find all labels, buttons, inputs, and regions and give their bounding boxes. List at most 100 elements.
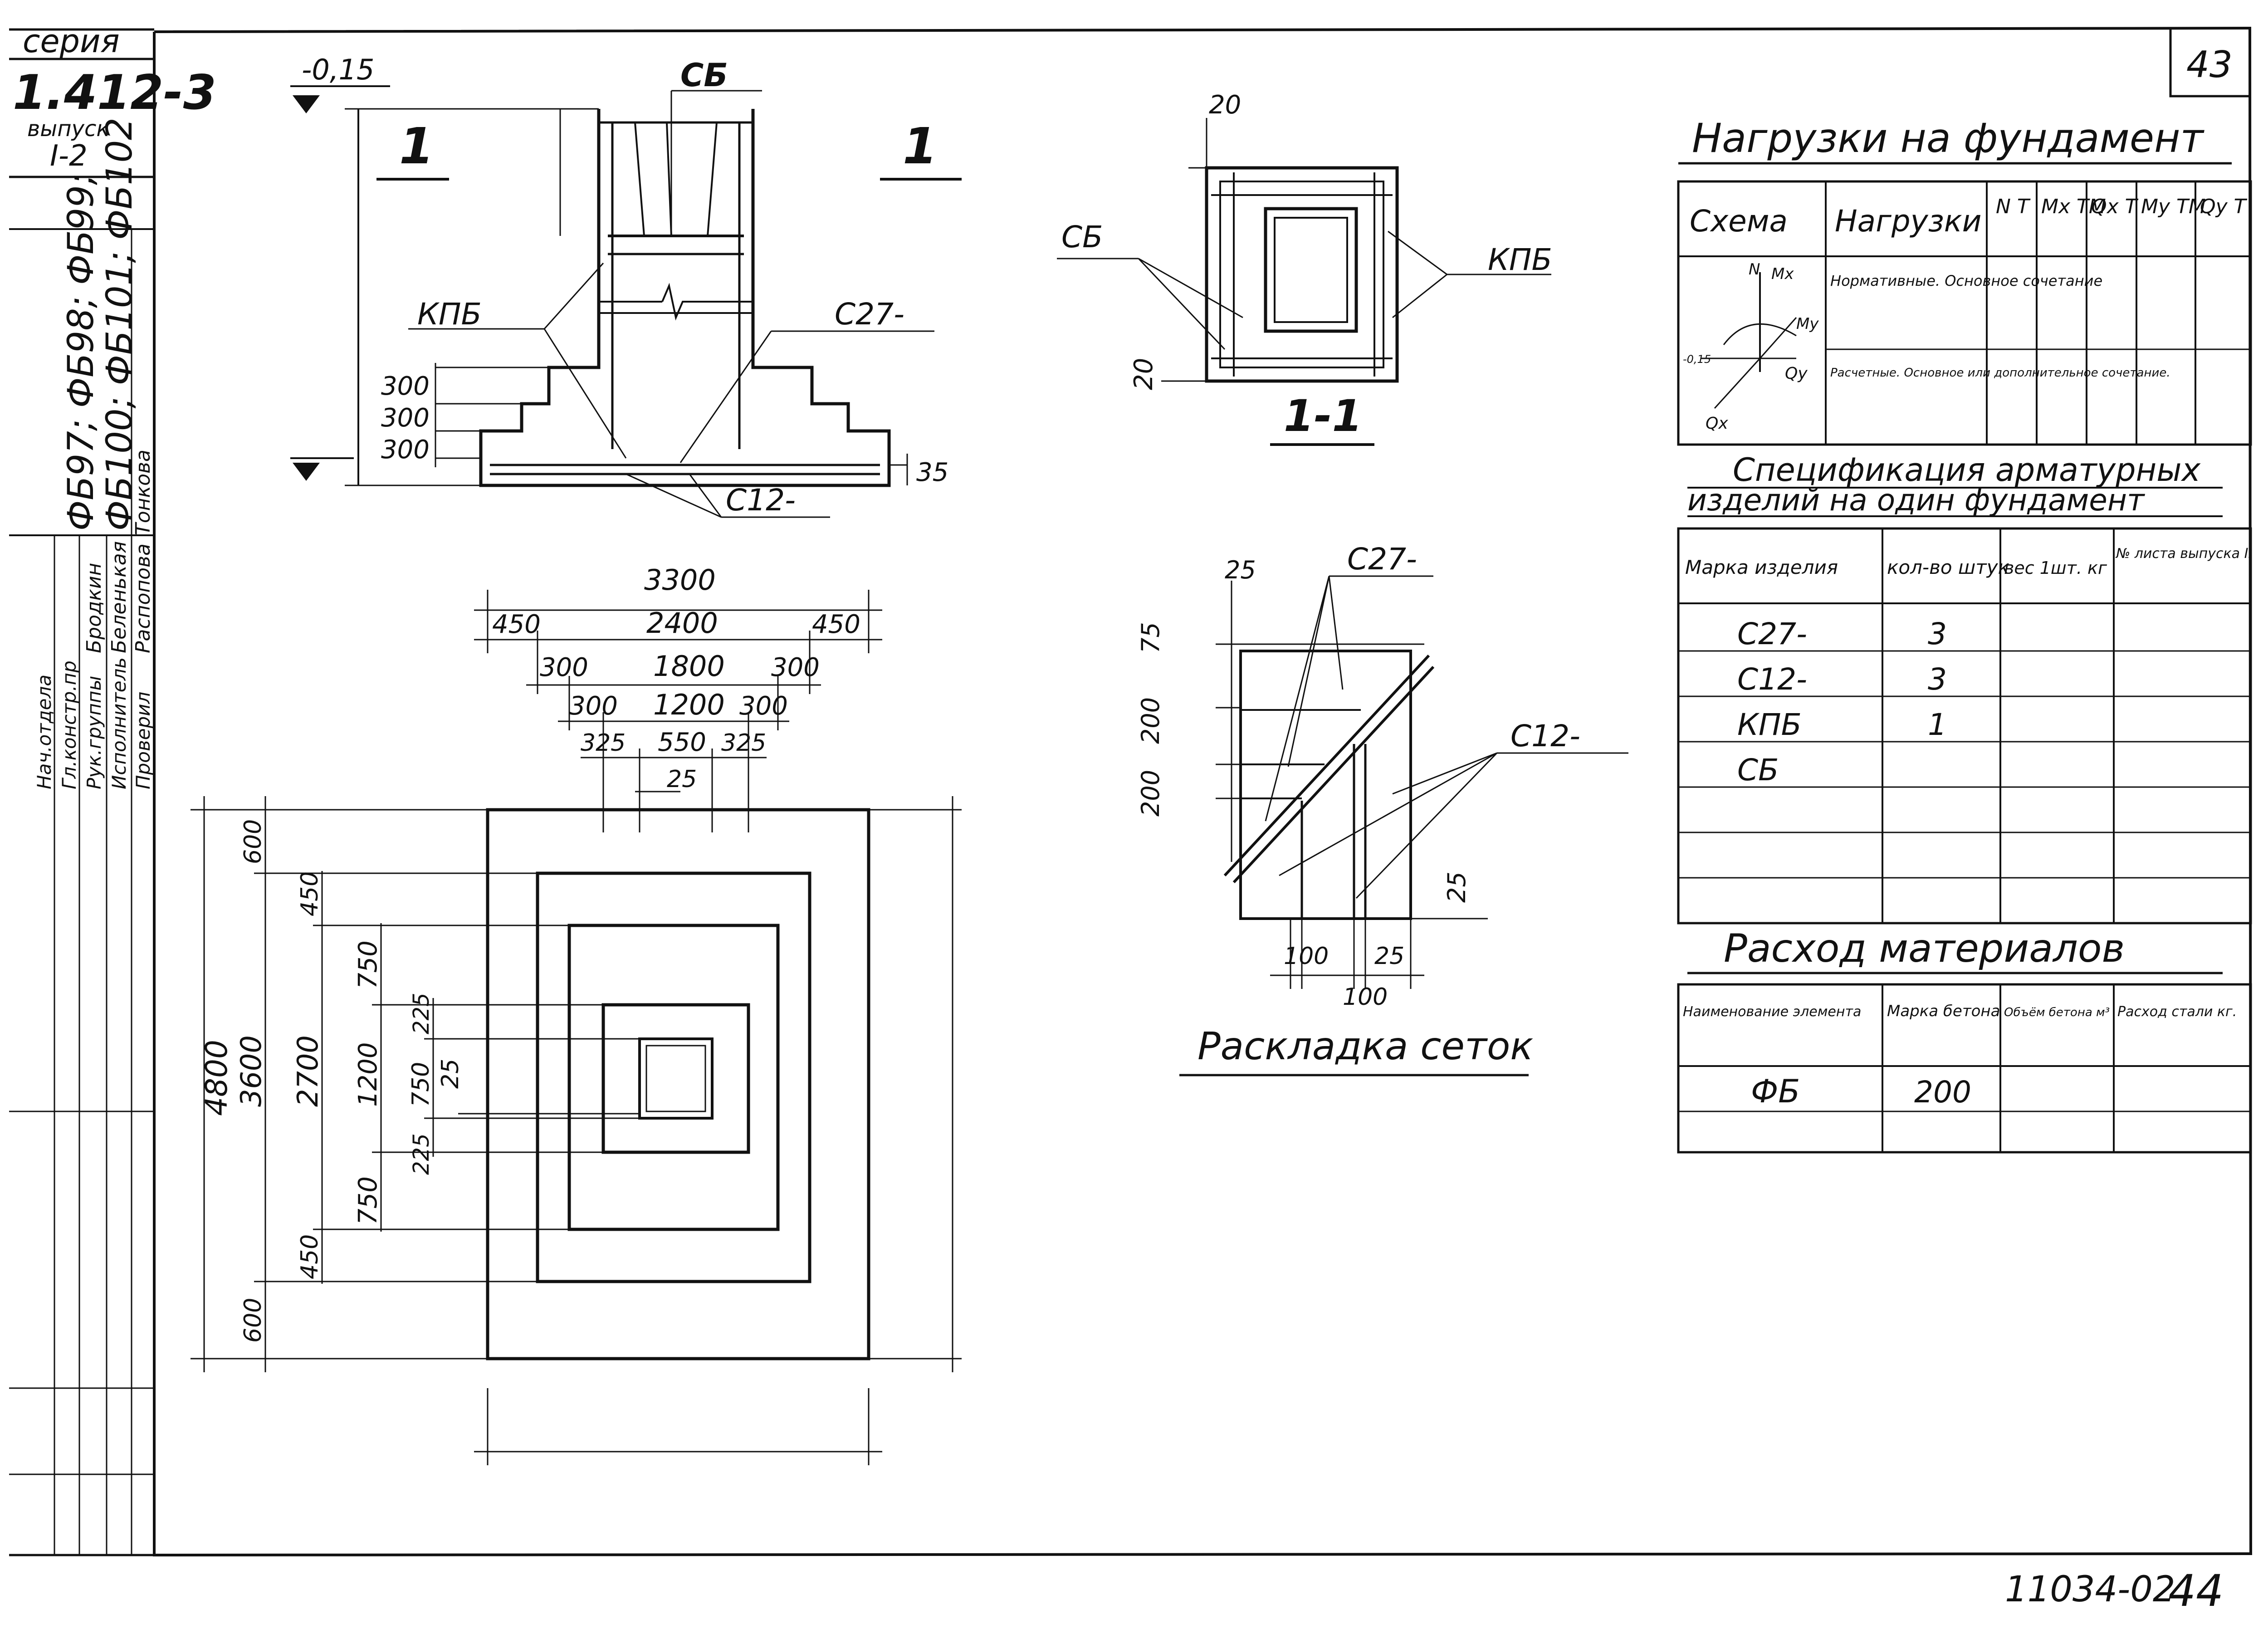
- plan-view: 3300 450 2400 450 300 1800 300 300 1200 …: [191, 563, 962, 1465]
- mesh-label-c12: С12-: [1510, 719, 1580, 753]
- plan-dim-450-left: 450: [492, 610, 541, 639]
- issue-number: I-2: [50, 139, 88, 173]
- scheme-elevation: -0,15: [1683, 353, 1711, 366]
- spec-row-3-qty: 1: [1928, 707, 1947, 742]
- scheme-my: My: [1796, 315, 1819, 333]
- cross-section-title: 1-1: [1284, 391, 1362, 441]
- cross-dim-20-top: 20: [1209, 90, 1241, 120]
- items-line2: ФБ100; ФБ101; ФБ102: [99, 117, 140, 531]
- stamp-name-2: Беленькая: [108, 541, 131, 653]
- spec-row-1-mark: С27-: [1737, 616, 1807, 651]
- section-label-right: 1: [903, 117, 938, 175]
- materials-header-grade: Марка бетона: [1887, 1002, 2000, 1020]
- plan-dim-450-top: 450: [296, 871, 323, 916]
- spec-row-4-mark: СБ: [1737, 753, 1779, 788]
- plan-dim-750-bottom: 750: [353, 1176, 383, 1225]
- elevation-triangle: [293, 95, 320, 113]
- plan-dim-325-b: 325: [721, 729, 766, 757]
- loads-header-loads: Нагрузки: [1835, 204, 1982, 239]
- stamp-name-1: Бродкин: [83, 563, 106, 653]
- stamp-role-5: Проверил: [132, 692, 154, 789]
- plan-dim-4800: 4800: [199, 1040, 234, 1116]
- loads-row-normative: Нормативные. Основное сочетание: [1830, 272, 2102, 289]
- mesh-dim-100-b: 100: [1343, 983, 1388, 1011]
- spec-row-1-qty: 3: [1928, 616, 1947, 651]
- spec-row-2-mark: С12-: [1737, 662, 1807, 697]
- plan-dim-300-c: 300: [569, 691, 618, 721]
- plan-dim-1200: 1200: [653, 688, 725, 721]
- plan-dim-25: 25: [667, 766, 697, 793]
- sheet-frame: [9, 26, 2253, 1557]
- materials-row-1-grade: 200: [1914, 1075, 1971, 1110]
- plan-dim-2400: 2400: [646, 607, 718, 640]
- spec-header-qty: кол-во штук: [1887, 556, 2010, 578]
- plan-dim-300-d: 300: [739, 691, 788, 721]
- base-elevation-triangle: [293, 463, 320, 481]
- materials-header-volume: Объём бетона м³: [2004, 1006, 2110, 1019]
- stamp-block: серия 1.412-3 выпуск I-2 ФБ97; ФБ98; ФБ9…: [9, 23, 216, 1555]
- plan-dim-750-mid: 750: [407, 1062, 435, 1107]
- spec-title-1: Спецификация арматурных: [1733, 451, 2201, 489]
- loads-table: Нагрузки на фундамент Схема Нагрузки N Т…: [1677, 115, 2252, 446]
- scheme-qx: Qx: [1706, 414, 1728, 433]
- mesh-title: Раскладка сеток: [1198, 1024, 1533, 1068]
- spec-table: Спецификация арматурных изделий на один …: [1677, 451, 2252, 925]
- scheme-mx: Mx: [1771, 265, 1794, 283]
- plan-dim-325-a: 325: [581, 729, 626, 757]
- elevation-mark: -0,15: [302, 53, 374, 86]
- plan-dim-225-bottom: 225: [409, 1133, 434, 1175]
- plan-dim-1200-v: 1200: [353, 1042, 383, 1107]
- loads-header-qy: Qy Т: [2200, 195, 2248, 218]
- section-label-left: 1: [399, 117, 434, 175]
- plan-dim-2700: 2700: [291, 1035, 324, 1107]
- scheme-qy: Qy: [1785, 364, 1808, 383]
- plan-dim-3600: 3600: [235, 1035, 268, 1107]
- mesh-dim-25-right: 25: [1442, 871, 1471, 903]
- mesh-dim-200-b: 200: [1136, 770, 1165, 817]
- cross-dim-20-left: 20: [1129, 358, 1158, 390]
- page-number: 43: [2186, 44, 2233, 86]
- plan-dim-300-a: 300: [540, 653, 588, 682]
- loads-header-scheme: Схема: [1690, 204, 1788, 239]
- plan-dim-600-top: 600: [240, 819, 267, 864]
- plan-dim-600-bottom: 600: [240, 1298, 267, 1343]
- cross-section: 20 20 СБ КПБ 1-1: [1057, 90, 1552, 446]
- loads-row-design: Расчетные. Основное или дополнительное с…: [1830, 366, 2170, 380]
- cross-label-sb: СБ: [1061, 220, 1103, 254]
- sheet-index: 44: [2168, 1566, 2224, 1616]
- mesh-dim-100-a: 100: [1284, 943, 1329, 970]
- plan-dim-450-bottom: 450: [296, 1234, 323, 1279]
- materials-row-1-name: ФБ: [1751, 1073, 1800, 1110]
- dim-300-b: 300: [381, 403, 430, 433]
- drawing-code: 11034-02: [2005, 1569, 2175, 1610]
- stamp-role-3: Рук.группы: [83, 675, 105, 789]
- plan-dim-550: 550: [658, 728, 706, 757]
- loads-header-mx: Mx ТМ: [2041, 195, 2106, 218]
- loads-header-qx: Qx Т: [2091, 195, 2139, 218]
- spec-title-2: изделий на один фундамент: [1687, 483, 2146, 518]
- materials-header-name: Наименование элемента: [1683, 1004, 1861, 1020]
- items-line1: ФБ97; ФБ98; ФБ99;: [61, 173, 102, 531]
- label-c27: С27-: [835, 297, 904, 332]
- loads-header-n: N Т: [1996, 195, 2031, 218]
- dim-300-c: 300: [381, 435, 430, 465]
- plan-dim-3300: 3300: [644, 563, 716, 597]
- materials-header-steel: Расход стали кг.: [2117, 1004, 2237, 1020]
- spec-row-2-qty: 3: [1928, 662, 1947, 697]
- plan-dim-450-right: 450: [812, 610, 860, 639]
- stamp-role-1: Нач.отдела: [33, 675, 55, 789]
- stamp-name-4: Тонкова: [132, 450, 155, 535]
- spec-header-weight: вес 1шт. кг: [2004, 558, 2107, 578]
- stamp-name-3: Распопова: [132, 543, 155, 653]
- scheme-n: N: [1749, 260, 1760, 279]
- series-number: 1.412-3: [13, 65, 216, 120]
- mesh-dim-75: 75: [1136, 622, 1165, 653]
- materials-table: Расход материалов Наименование элемента …: [1677, 926, 2252, 1154]
- dim-35: 35: [916, 458, 948, 487]
- cross-label-kpb: КПБ: [1488, 242, 1552, 277]
- mesh-label-c27: С27-: [1347, 542, 1417, 577]
- plan-dim-750-top: 750: [353, 940, 383, 989]
- mesh-dim-200-a: 200: [1136, 697, 1165, 744]
- label-kpb: КПБ: [417, 297, 482, 332]
- mesh-dim-25-top: 25: [1225, 556, 1256, 584]
